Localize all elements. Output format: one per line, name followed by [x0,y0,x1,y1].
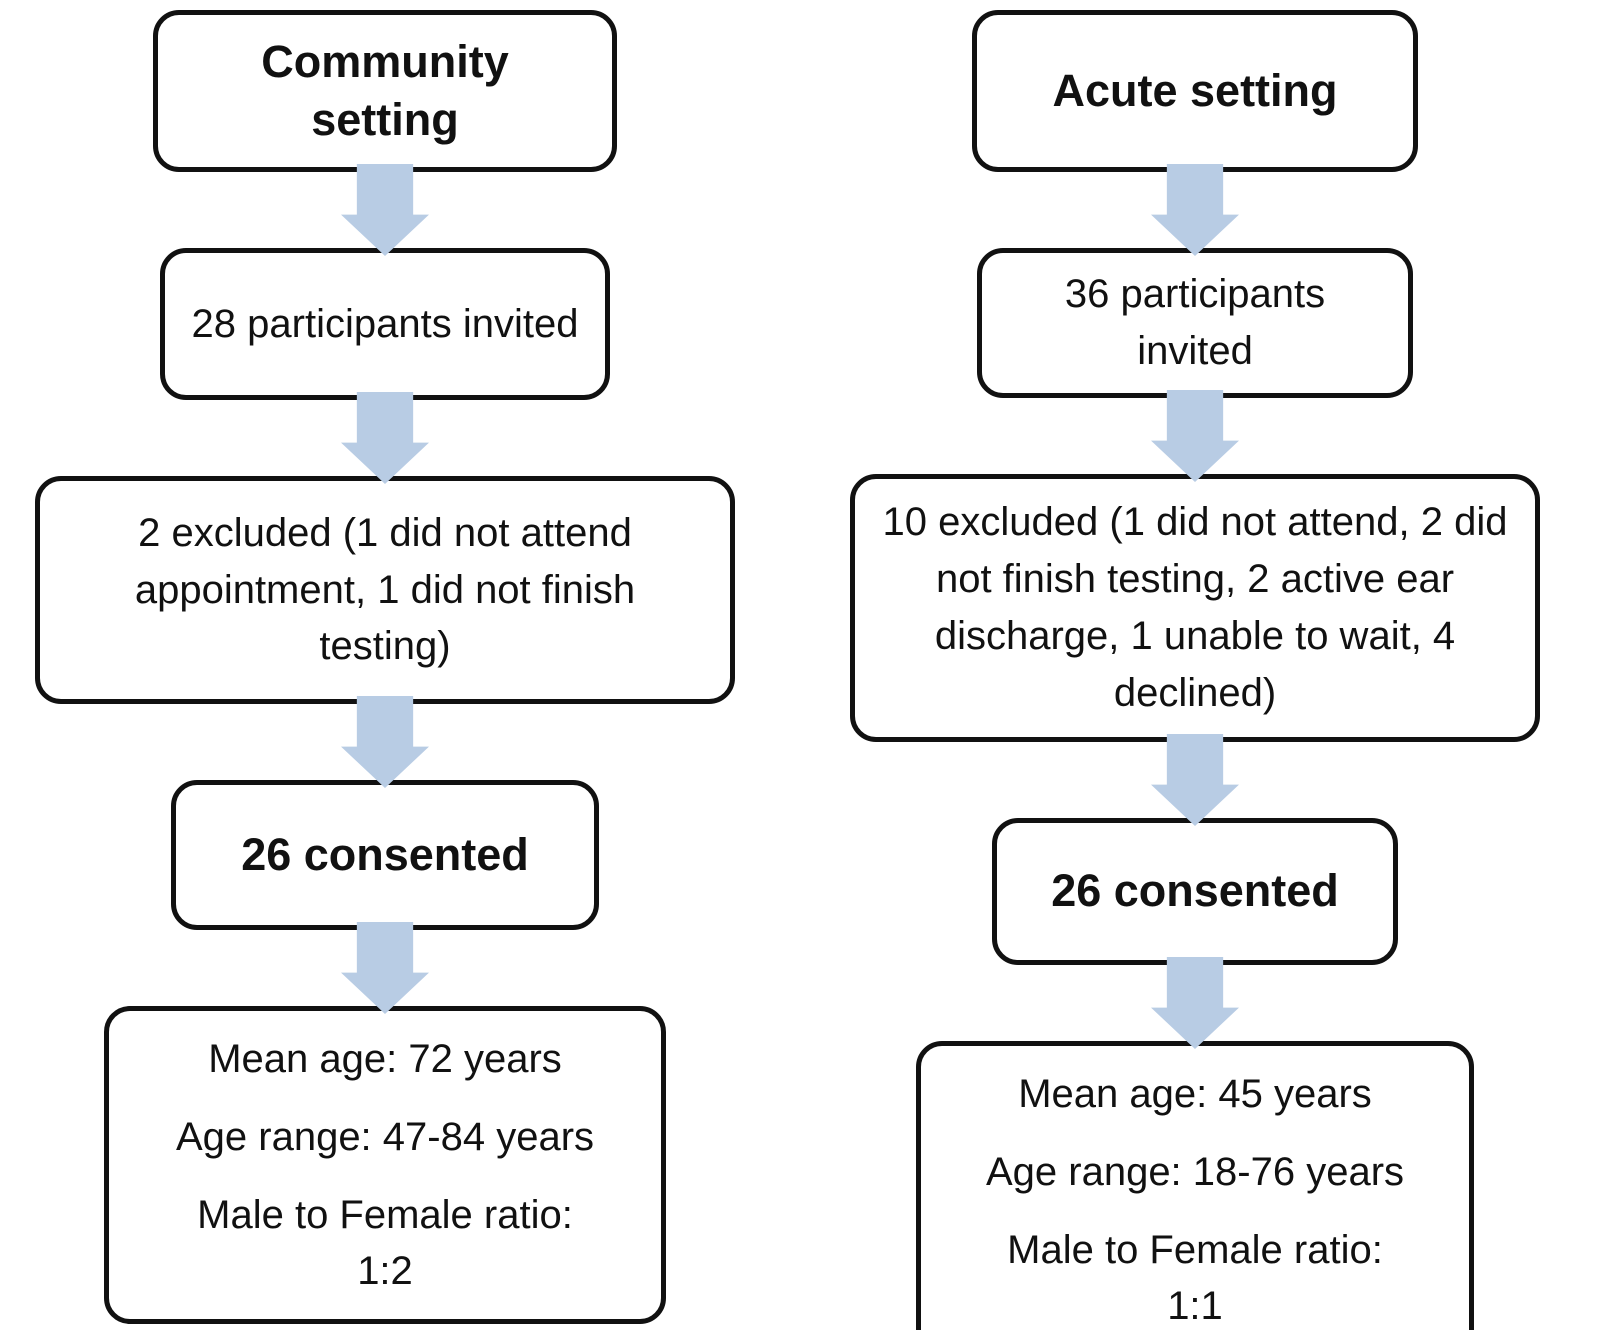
community-excluded-label: 2 excluded (1 did not attend appointment… [134,510,636,669]
community-sex-ratio-label: Male to Female ratio: [197,1193,573,1237]
arrow-down-icon [1151,164,1239,256]
arrow-down-icon [341,922,429,1014]
acute-consented-label: 26 consented [1051,865,1339,917]
acute-setting-box: Acute setting [972,10,1418,172]
community-invited-box: 28 participants invited [160,248,610,400]
acute-excluded-box: 10 excluded (1 did not attend, 2 did not… [850,474,1540,742]
community-mean-age: Mean age: 72 years [208,1037,562,1081]
community-excluded-box: 2 excluded (1 did not attend appointment… [35,476,735,704]
arrow-down-icon [341,696,429,788]
community-stats-box: Mean age: 72 years Age range: 47-84 year… [104,1006,666,1324]
acute-invited-box: 36 participants invited [977,248,1413,398]
community-consented-label: 26 consented [241,828,529,880]
acute-mean-age: Mean age: 45 years [1018,1072,1372,1116]
acute-sex-ratio-value: 1:1 [1167,1284,1223,1328]
acute-sex-ratio: Male to Female ratio: 1:1 [1007,1222,1383,1330]
community-setting-box: Community setting [153,10,617,172]
acute-excluded-label: 10 excluded (1 did not attend, 2 did not… [882,500,1508,715]
community-invited-label: 28 participants invited [191,301,579,346]
community-sex-ratio: Male to Female ratio: 1:2 [197,1187,573,1299]
arrow-down-icon [1151,390,1239,482]
community-setting-label: Community setting [261,35,509,146]
acute-setting-label: Acute setting [1052,64,1338,116]
acute-stats-box: Mean age: 45 years Age range: 18-76 year… [916,1041,1474,1330]
arrow-down-icon [341,164,429,256]
acute-consented-box: 26 consented [992,818,1398,965]
community-sex-ratio-value: 1:2 [357,1249,413,1293]
arrow-down-icon [1151,957,1239,1049]
arrow-down-icon [341,392,429,484]
acute-age-range: Age range: 18-76 years [985,1150,1405,1194]
acute-column: Acute setting 36 participants invited 10… [820,10,1570,1330]
community-column: Community setting 28 participants invite… [10,10,760,1324]
acute-sex-ratio-label: Male to Female ratio: [1007,1228,1383,1272]
community-consented-box: 26 consented [171,780,599,930]
community-age-range: Age range: 47-84 years [175,1115,595,1159]
acute-invited-label: 36 participants invited [1064,272,1326,373]
arrow-down-icon [1151,734,1239,826]
